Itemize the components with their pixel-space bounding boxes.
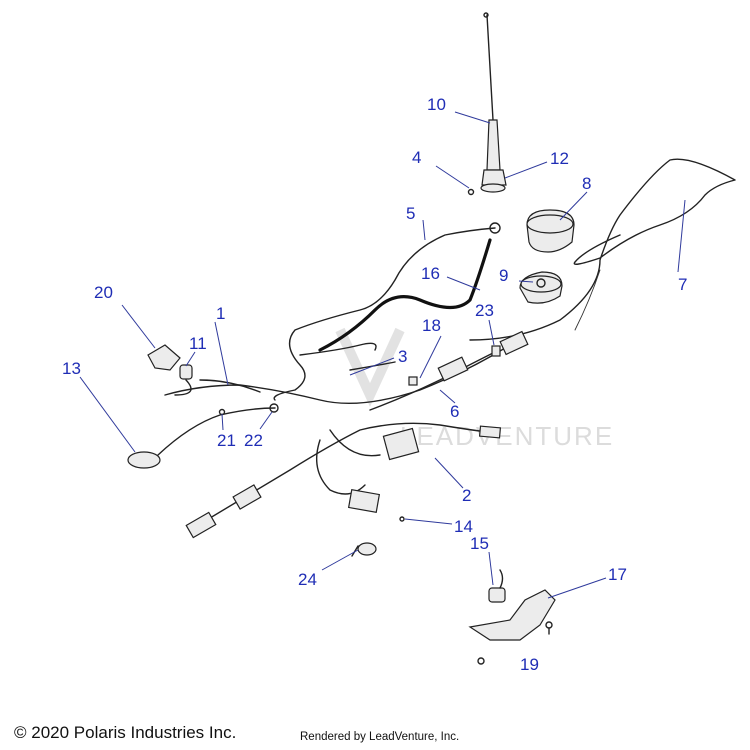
clamp-part-24 bbox=[351, 542, 377, 557]
bracket-part-17 bbox=[468, 589, 556, 641]
connector-part-20 bbox=[147, 344, 181, 371]
callout-3: 3 bbox=[398, 347, 407, 366]
connector-part-15 bbox=[488, 569, 506, 603]
callout-1: 1 bbox=[216, 304, 225, 323]
clip-part-21 bbox=[218, 408, 226, 416]
callout-4: 4 bbox=[412, 148, 421, 167]
screw-part-14 bbox=[399, 516, 405, 522]
callout-13: 13 bbox=[62, 359, 81, 378]
callout-12: 12 bbox=[550, 149, 569, 168]
callout-14: 14 bbox=[454, 517, 473, 536]
callout-16: 16 bbox=[421, 264, 440, 283]
clip-part-23 bbox=[491, 345, 501, 357]
callout-2: 2 bbox=[462, 486, 471, 505]
callout-5: 5 bbox=[406, 204, 415, 223]
clip-part-22 bbox=[269, 403, 279, 413]
mount-part-9 bbox=[519, 271, 563, 304]
cable-part-5 bbox=[273, 227, 496, 401]
copyright-text: © 2020 Polaris Industries Inc. bbox=[14, 723, 237, 742]
callout-18: 18 bbox=[422, 316, 441, 335]
bolt-part-19 bbox=[477, 621, 553, 665]
rendered-by-text: Rendered by LeadVenture, Inc. bbox=[300, 731, 460, 743]
callout-7: 7 bbox=[678, 275, 687, 294]
callout-21: 21 bbox=[217, 431, 236, 450]
sensor-part-13 bbox=[127, 407, 276, 469]
callout-22: 22 bbox=[244, 431, 263, 450]
cable-part-3 bbox=[299, 342, 396, 371]
callout-15: 15 bbox=[470, 534, 489, 553]
callout-9: 9 bbox=[499, 266, 508, 285]
cable-part-7 bbox=[469, 158, 736, 341]
callout-24: 24 bbox=[298, 570, 317, 589]
pod-part-8 bbox=[526, 209, 575, 253]
nut-part-4 bbox=[467, 188, 475, 196]
callout-11: 11 bbox=[189, 334, 207, 353]
callout-10: 10 bbox=[427, 95, 446, 114]
callout-20: 20 bbox=[94, 283, 113, 302]
cable-part-16 bbox=[318, 238, 492, 352]
clip-part-18 bbox=[408, 376, 418, 386]
callout-6: 6 bbox=[450, 402, 459, 421]
watermark-text: LEADVENTURE bbox=[400, 421, 614, 451]
callout-8: 8 bbox=[582, 174, 591, 193]
callout-19: 19 bbox=[520, 655, 539, 674]
callout-17: 17 bbox=[608, 565, 627, 584]
callout-23: 23 bbox=[475, 301, 494, 320]
watermark-logo: LEADVENTURE bbox=[335, 327, 614, 451]
antenna bbox=[480, 12, 507, 193]
clip-part-11 bbox=[174, 364, 193, 396]
